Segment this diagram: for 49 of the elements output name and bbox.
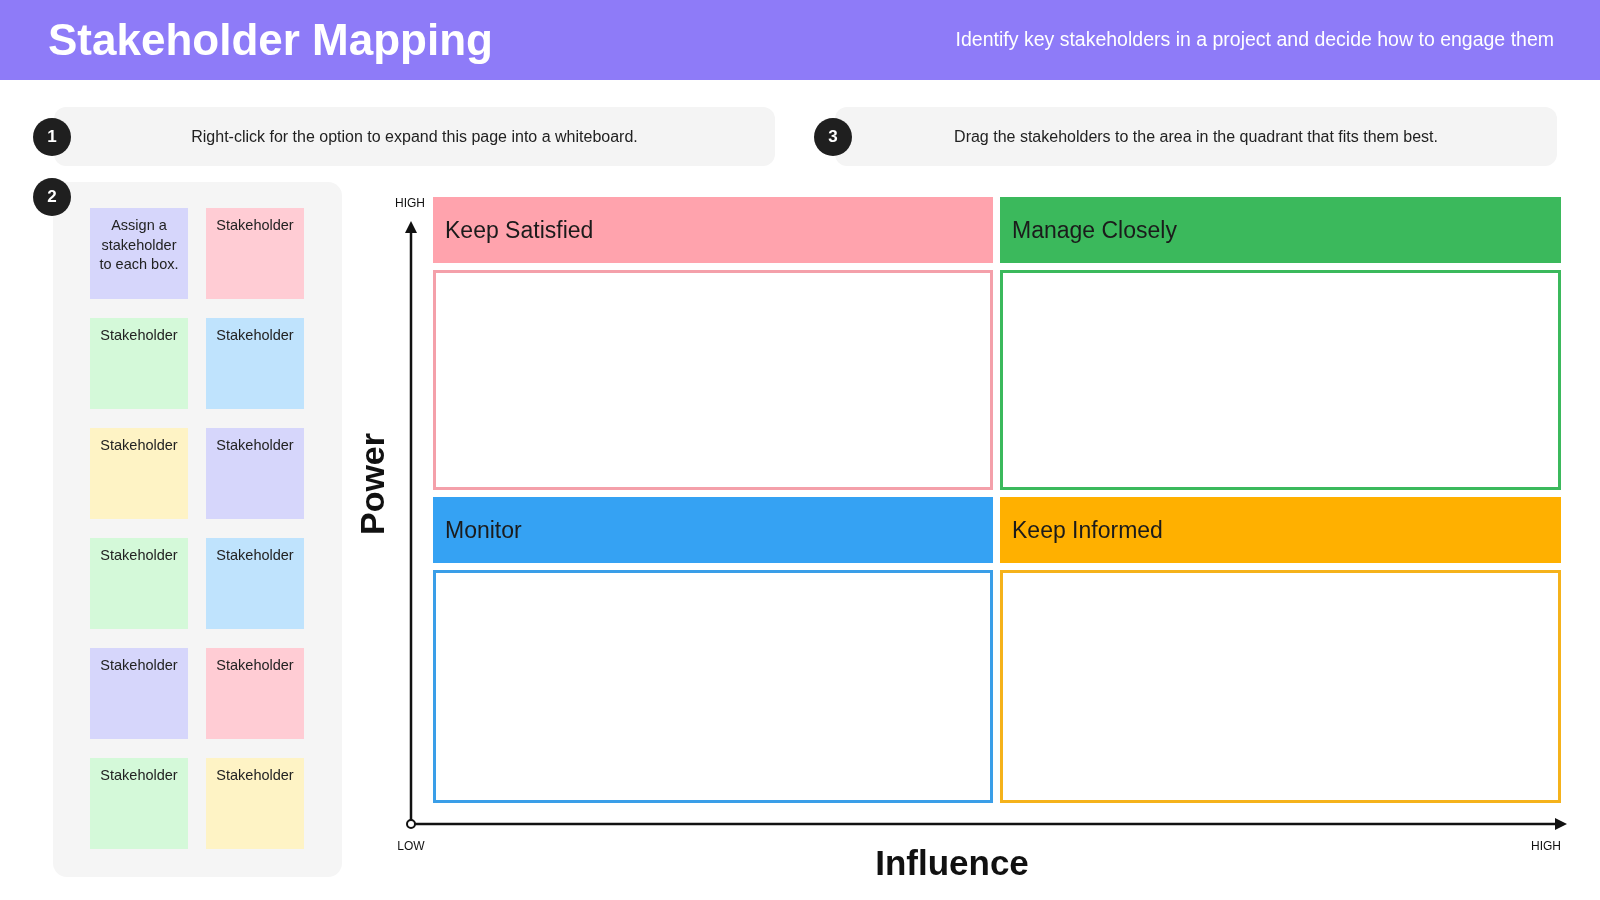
step-number: 3 <box>814 118 852 156</box>
instruction-text: Drag the stakeholders to the area in the quadrant that fits them best. <box>954 127 1438 146</box>
sticky-note-text: Stakeholder <box>216 546 294 565</box>
axis-end-label: HIGH <box>1531 840 1561 854</box>
quadrant-title: Keep Informed <box>1012 516 1163 544</box>
sticky-note-text: Stakeholder <box>216 766 294 785</box>
quadrant-title: Monitor <box>445 516 522 544</box>
quadrant-header <box>1000 497 1561 563</box>
step-number: 1 <box>33 118 71 156</box>
sticky-note-text: Stakeholder <box>100 656 178 675</box>
step-number: 2 <box>33 178 71 216</box>
sticky-note-text: Stakeholder <box>100 546 178 565</box>
sticky-note <box>206 538 304 629</box>
sticky-note-text: Stakeholder <box>100 436 178 455</box>
axis-end-label: LOW <box>397 840 425 854</box>
quadrant-area <box>1000 570 1561 803</box>
sticky-note <box>90 428 188 519</box>
sticky-note-text: Stakeholder <box>216 216 294 235</box>
sticky-note-text: Assign a stakeholder to each box. <box>98 216 180 275</box>
instruction-bar <box>835 107 1557 166</box>
sticky-note <box>206 318 304 409</box>
page-title: Stakeholder Mapping <box>48 15 493 65</box>
sticky-note-text: Stakeholder <box>216 656 294 675</box>
quadrant-area <box>433 570 993 803</box>
sticky-note <box>90 318 188 409</box>
sticky-note <box>90 538 188 629</box>
sticky-note-text: Stakeholder <box>216 326 294 345</box>
sticky-note <box>206 758 304 849</box>
sticky-note-text: Stakeholder <box>100 326 178 345</box>
axis-title: Influence <box>875 843 1029 883</box>
sticky-note <box>90 208 188 299</box>
quadrant-title: Keep Satisfied <box>445 216 594 244</box>
sticky-note <box>206 648 304 739</box>
axis-title: Power <box>354 433 392 535</box>
axis-end-label: HIGH <box>395 197 425 211</box>
quadrant-header <box>433 197 993 263</box>
quadrant-area <box>433 270 993 490</box>
sticky-note-text: Stakeholder <box>216 436 294 455</box>
sticky-note <box>206 208 304 299</box>
quadrant-area <box>1000 270 1561 490</box>
quadrant-header <box>1000 197 1561 263</box>
sticky-note <box>90 758 188 849</box>
sticky-note-text: Stakeholder <box>100 766 178 785</box>
quadrant-header <box>433 497 993 563</box>
instruction-text: Right-click for the option to expand this page into a whiteboard. <box>191 127 638 146</box>
sticky-note <box>206 428 304 519</box>
quadrant-title: Manage Closely <box>1012 216 1177 244</box>
page-subtitle: Identify key stakeholders in a project and decide how to engage them <box>955 29 1554 51</box>
sticky-note <box>90 648 188 739</box>
